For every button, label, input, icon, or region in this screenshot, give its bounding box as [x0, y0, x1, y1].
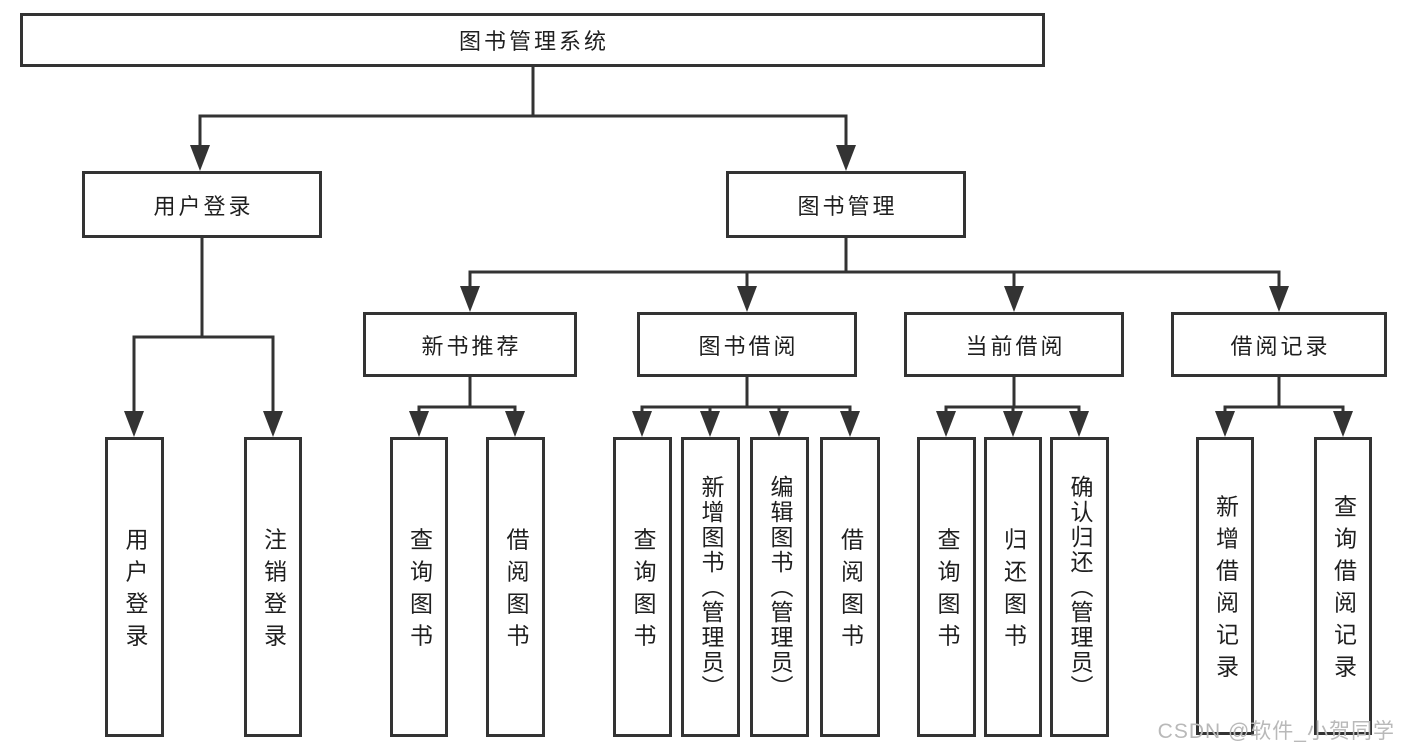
- leaf-query-books-recommend-label: 查询图书: [406, 527, 433, 656]
- leaf-borrow-books: 借阅图书: [820, 437, 880, 737]
- node-book-management: 图书管理: [726, 171, 966, 238]
- node-book-borrow: 图书借阅: [637, 312, 857, 377]
- node-new-book-recommend-label: 新书推荐: [421, 333, 522, 359]
- leaf-user-login: 用户登录: [105, 437, 164, 737]
- leaf-return-books: 归还图书: [984, 437, 1042, 737]
- node-user-login: 用户登录: [82, 171, 322, 238]
- leaf-return-books-label: 归还图书: [1000, 527, 1027, 656]
- node-borrow-records: 借阅记录: [1171, 312, 1387, 377]
- leaf-query-books-current: 查询图书: [917, 437, 976, 737]
- leaf-borrow-books-recommend: 借阅图书: [486, 437, 545, 737]
- node-current-borrow-label: 当前借阅: [965, 333, 1066, 359]
- node-book-borrow-label: 图书借阅: [698, 333, 799, 359]
- leaf-add-books-admin-label: 新增图书（管理员）: [698, 474, 724, 700]
- leaf-user-login-label: 用户登录: [122, 527, 148, 656]
- leaf-add-books-admin: 新增图书（管理员）: [681, 437, 740, 737]
- arrow-down-icons: [124, 145, 1353, 437]
- node-root: 图书管理系统: [20, 13, 1045, 67]
- leaf-add-borrow-record-label: 新增借阅记录: [1212, 494, 1239, 687]
- leaf-edit-books-admin: 编辑图书（管理员）: [750, 437, 809, 737]
- leaf-add-borrow-record: 新增借阅记录: [1196, 437, 1254, 735]
- leaf-confirm-return-admin: 确认归还（管理员）: [1050, 437, 1109, 737]
- leaf-borrow-books-recommend-label: 借阅图书: [503, 527, 529, 656]
- leaf-query-books-recommend: 查询图书: [390, 437, 448, 737]
- leaf-edit-books-admin-label: 编辑图书（管理员）: [767, 474, 793, 700]
- node-root-label: 图书管理系统: [458, 29, 609, 54]
- leaf-logout-login-label: 注销登录: [260, 527, 287, 656]
- leaf-query-books-current-label: 查询图书: [934, 527, 960, 656]
- node-book-management-label: 图书管理: [797, 193, 898, 219]
- node-borrow-records-label: 借阅记录: [1230, 333, 1331, 359]
- leaf-query-borrow-record: 查询借阅记录: [1314, 437, 1372, 735]
- node-current-borrow: 当前借阅: [904, 312, 1124, 377]
- leaf-query-borrow-record-label: 查询借阅记录: [1330, 494, 1357, 687]
- leaf-query-books-borrow-label: 查询图书: [630, 527, 656, 656]
- node-user-login-label: 用户登录: [153, 193, 254, 219]
- leaf-borrow-books-label: 借阅图书: [837, 527, 864, 656]
- node-new-book-recommend: 新书推荐: [363, 312, 577, 377]
- csdn-watermark: CSDN @软件_小贺同学: [1157, 720, 1395, 743]
- leaf-query-books-borrow: 查询图书: [613, 437, 672, 737]
- leaf-confirm-return-admin-label: 确认归还（管理员）: [1067, 474, 1093, 700]
- leaf-logout-login: 注销登录: [244, 437, 302, 737]
